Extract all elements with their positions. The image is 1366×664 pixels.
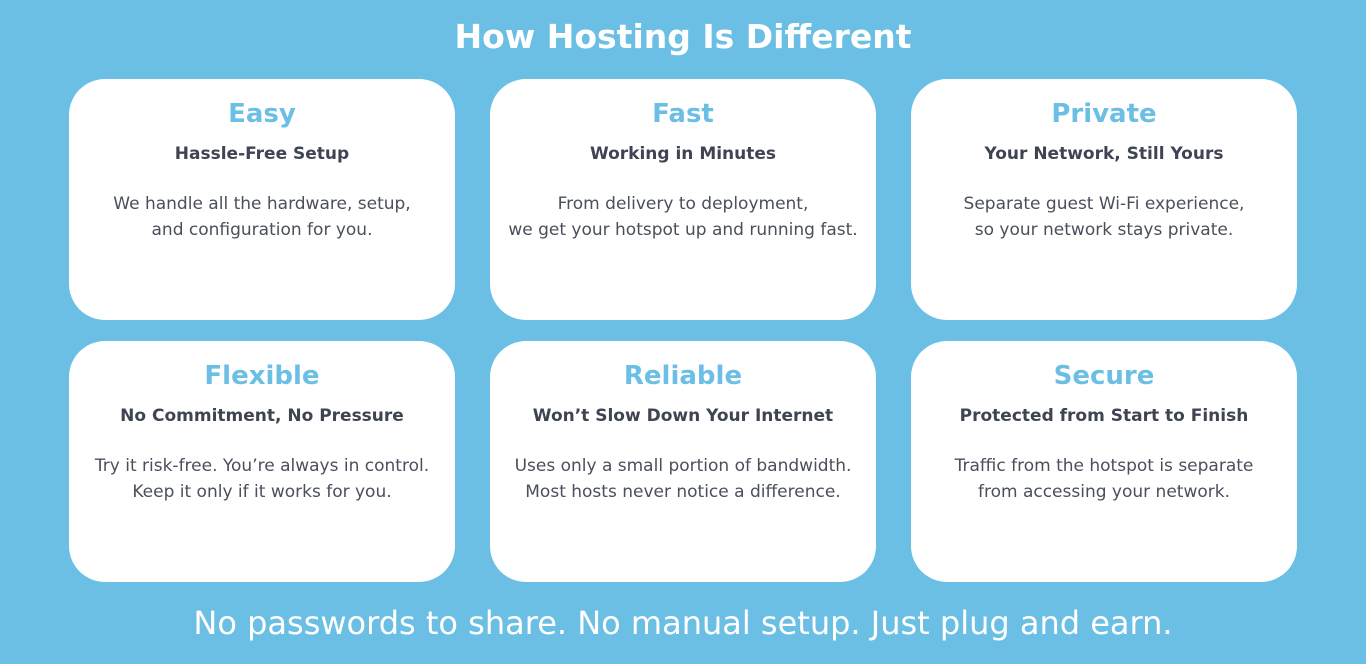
card-description: Separate guest Wi-Fi experience, so your… [911,191,1297,243]
feature-card-flexible: Flexible No Commitment, No Pressure Try … [69,341,455,582]
card-title: Reliable [623,361,743,391]
card-description-line: We handle all the hardware, setup, [113,194,411,214]
page-title: How Hosting Is Different [454,17,912,56]
card-description: Traffic from the hotspot is separate fro… [911,453,1297,505]
card-title: Easy [228,99,296,129]
card-title: Flexible [204,361,320,391]
card-description-line: Keep it only if it works for you. [132,482,392,502]
card-subtitle: Working in Minutes [589,144,777,164]
feature-card-fast: Fast Working in Minutes From delivery to… [490,79,876,320]
card-description: Uses only a small portion of bandwidth. … [490,453,876,505]
card-subtitle: Your Network, Still Yours [984,144,1224,164]
card-description: We handle all the hardware, setup, and c… [69,191,455,243]
card-description-line: From delivery to deployment, [557,194,809,214]
card-description-line: Try it risk-free. You’re always in contr… [94,456,430,476]
card-description-line: Separate guest Wi-Fi experience, [963,194,1245,214]
card-description-line: from accessing your network. [977,482,1230,502]
card-description-line: and configuration for you. [151,220,373,240]
card-subtitle: Won’t Slow Down Your Internet [532,406,834,426]
card-subtitle: No Commitment, No Pressure [120,406,404,426]
card-subtitle: Protected from Start to Finish [959,406,1249,426]
feature-card-private: Private Your Network, Still Yours Separa… [911,79,1297,320]
card-description-line: Traffic from the hotspot is separate [954,456,1254,476]
card-title: Private [1051,99,1157,129]
footer-tagline: No passwords to share. No manual setup. … [193,604,1173,642]
feature-grid: Easy Hassle-Free Setup We handle all the… [69,79,1297,582]
feature-card-easy: Easy Hassle-Free Setup We handle all the… [69,79,455,320]
feature-card-reliable: Reliable Won’t Slow Down Your Internet U… [490,341,876,582]
feature-card-secure: Secure Protected from Start to Finish Tr… [911,341,1297,582]
card-description-line: we get your hotspot up and running fast. [508,220,858,240]
card-description-line: Uses only a small portion of bandwidth. [514,456,852,476]
card-description: From delivery to deployment, we get your… [490,191,876,243]
card-title: Secure [1053,361,1155,391]
card-description-line: Most hosts never notice a difference. [525,482,841,502]
card-description-line: so your network stays private. [974,220,1234,240]
card-title: Fast [652,99,714,129]
card-subtitle: Hassle-Free Setup [174,144,350,164]
card-description: Try it risk-free. You’re always in contr… [69,453,455,505]
